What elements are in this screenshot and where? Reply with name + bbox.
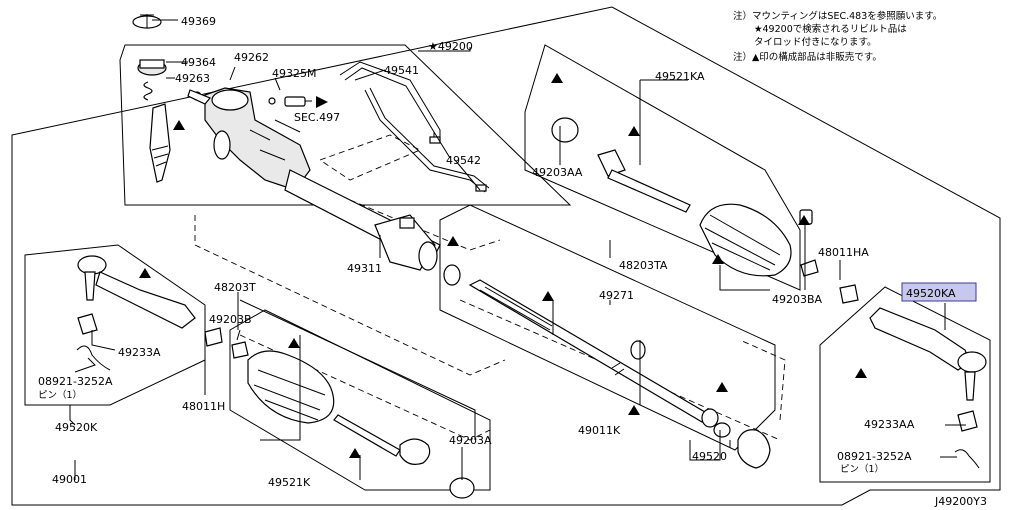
label-49233aa[interactable]: 49233AA <box>864 418 915 431</box>
right-tie-rod-end <box>869 307 987 469</box>
note-line-2: ★49200で検索されるリビルト品は <box>754 23 907 35</box>
label-48011ha[interactable]: 48011HA <box>818 246 869 259</box>
non-sale-markers <box>139 73 867 458</box>
label-49369[interactable]: 49369 <box>181 15 216 28</box>
label-49203b[interactable]: 49203B <box>209 313 252 326</box>
label-49520k[interactable]: 49520K <box>55 421 98 434</box>
label-49521k[interactable]: 49521K <box>268 476 311 489</box>
rack-assembly <box>443 264 771 469</box>
label-49364[interactable]: 49364 <box>181 56 216 69</box>
label-48011h[interactable]: 48011H <box>182 400 225 413</box>
label-49203aa[interactable]: 49203AA <box>532 166 583 179</box>
label-48203t[interactable]: 48203T <box>214 281 256 294</box>
label-49542[interactable]: 49542 <box>446 154 481 167</box>
label-sec-497[interactable]: SEC.497 <box>294 111 340 124</box>
assembly-outline <box>11 6 1001 506</box>
label-08921-3252a-right[interactable]: 08921-3252A <box>837 450 912 463</box>
pipes <box>339 61 490 193</box>
label-pin-right: ピン（1） <box>840 463 884 475</box>
label-49271[interactable]: 49271 <box>599 289 634 302</box>
label-49521ka[interactable]: 49521KA <box>655 70 705 83</box>
left-tie-rod-end <box>76 255 249 371</box>
note-line-1: 注）マウンティングはSEC.483を参照願います。 <box>733 10 942 22</box>
label-49203ba[interactable]: 49203BA <box>772 293 823 306</box>
boot-left-box <box>229 309 491 491</box>
leader-lines <box>69 19 966 480</box>
label-49200[interactable]: ★49200 <box>428 40 473 53</box>
label-49203a[interactable]: 49203A <box>449 434 492 447</box>
label-49541[interactable]: 49541 <box>384 64 419 77</box>
valve-49325m <box>268 96 328 108</box>
boot-right-box <box>524 44 801 291</box>
label-49233a[interactable]: 49233A <box>118 346 161 359</box>
label-49325m[interactable]: 49325M <box>272 67 316 80</box>
label-08921-3252a-left[interactable]: 08921-3252A <box>38 375 113 388</box>
upper-seal-parts <box>132 14 171 183</box>
cylinder-49311 <box>374 214 438 271</box>
label-49520[interactable]: 49520 <box>692 450 727 463</box>
tie-rod-right-box <box>819 286 991 483</box>
left-boot-and-tie-rod <box>247 350 475 499</box>
diagram-code: J49200Y3 <box>934 495 987 508</box>
notes-block: 注）マウンティングはSEC.483を参照願います。 ★49200で検索されるリビ… <box>733 10 942 63</box>
label-49520ka[interactable]: 49520KA <box>906 287 956 300</box>
label-49311[interactable]: 49311 <box>347 262 382 275</box>
label-49011k[interactable]: 49011K <box>578 424 621 437</box>
highlight-49520ka[interactable] <box>901 282 977 302</box>
label-pin-left: ピン（1） <box>38 389 82 401</box>
label-49263[interactable]: 49263 <box>175 72 210 85</box>
upper-gear-box <box>119 44 572 206</box>
label-48203ta[interactable]: 48203TA <box>619 259 668 272</box>
note-line-4: 注）▲印の構成部品は非販売です。 <box>733 51 882 63</box>
label-49262[interactable]: 49262 <box>234 51 269 64</box>
note-line-3: タイロッド付きになります。 <box>754 37 877 48</box>
rack-box <box>439 204 776 451</box>
right-tie-rod-inner <box>551 117 859 304</box>
label-49001[interactable]: 49001 <box>52 473 87 486</box>
